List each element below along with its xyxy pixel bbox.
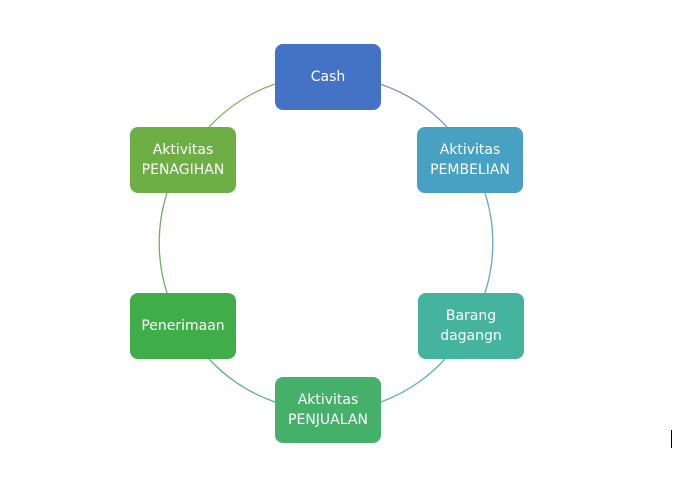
node-pembelian-label-line2: PEMBELIAN (430, 162, 510, 178)
node-penerimaan: Penerimaan (130, 293, 236, 359)
connector-pembelian-to-barang (484, 192, 494, 294)
connector-barang-to-penjualan (380, 358, 446, 403)
node-penagihan-label-line1: Aktivitas (152, 142, 214, 158)
node-barang-label-line1: Barang (445, 308, 497, 324)
node-penerimaan-label: Penerimaan (141, 318, 225, 334)
connector-cash-to-pembelian (379, 83, 448, 128)
connector-penjualan-to-penerimaan (208, 358, 276, 403)
node-aktivitas-penjualan: Aktivitas PENJUALAN (275, 377, 381, 443)
node-aktivitas-pembelian: Aktivitas PEMBELIAN (417, 127, 523, 193)
node-penagihan-label-line2: PENAGIHAN (141, 162, 225, 178)
node-barang-dagangn: Barang dagangn (418, 293, 524, 359)
node-penjualan-label-line2: PENJUALAN (288, 412, 368, 428)
connector-penagihan-to-cash (208, 83, 276, 128)
connector-penerimaan-to-penagihan (158, 192, 168, 294)
node-cash-label: Cash (310, 69, 346, 85)
text-cursor (671, 430, 672, 448)
node-penjualan-label-line1: Aktivitas (297, 392, 359, 408)
node-barang-label-line2: dagangn (440, 328, 502, 344)
node-cash: Cash (275, 44, 381, 110)
node-pembelian-label-line1: Aktivitas (439, 142, 501, 158)
node-aktivitas-penagihan: Aktivitas PENAGIHAN (130, 127, 236, 193)
